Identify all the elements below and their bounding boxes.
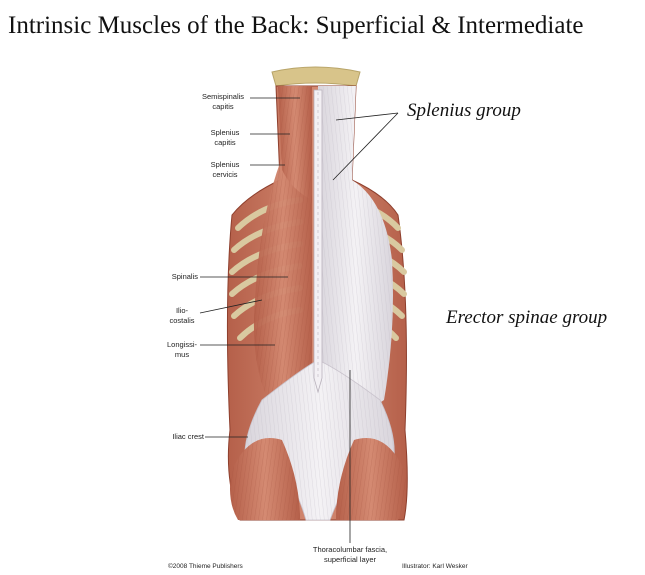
label-longissimus: Longissi- mus bbox=[160, 340, 204, 360]
leader-lines bbox=[199, 97, 399, 543]
slide-title: Intrinsic Muscles of the Back: Superfici… bbox=[8, 12, 584, 39]
label-splenius-cervicis: Splenius cervicis bbox=[200, 160, 250, 180]
label-iliac-crest: Iliac crest bbox=[150, 432, 204, 442]
label-iliocostalis-line1: Ilio- bbox=[175, 306, 189, 315]
label-longissimus-line2: mus bbox=[174, 350, 190, 359]
copyright-note: ©2008 Thieme Publishers bbox=[168, 563, 243, 570]
label-spinalis: Spinalis bbox=[150, 272, 198, 282]
label-thoracolumbar-fascia-line1: Thoracolumbar fascia, bbox=[312, 545, 388, 554]
label-spinalis-line1: Spinalis bbox=[171, 272, 198, 281]
spinal-column bbox=[313, 89, 323, 394]
label-thoracolumbar-fascia-line2: superficial layer bbox=[323, 555, 377, 564]
label-thoracolumbar-fascia: Thoracolumbar fascia, superficial layer bbox=[300, 545, 400, 565]
label-semispinalis-capitis: Semispinalis capitis bbox=[196, 92, 250, 112]
label-semispinalis-capitis-line2: capitis bbox=[212, 102, 234, 111]
illustrator-credit: Illustrator: Karl Wesker bbox=[402, 563, 468, 570]
label-longissimus-line1: Longissi- bbox=[166, 340, 197, 349]
label-iliocostalis: Ilio- costalis bbox=[162, 306, 202, 326]
label-iliocostalis-line2: costalis bbox=[169, 316, 195, 325]
label-splenius-capitis: Splenius capitis bbox=[200, 128, 250, 148]
label-iliac-crest-line1: Iliac crest bbox=[172, 432, 204, 441]
label-splenius-cervicis-line1: Splenius bbox=[210, 160, 240, 169]
splenius-group-callout: Splenius group bbox=[407, 100, 521, 121]
erector-spinae-group-callout: Erector spinae group bbox=[446, 307, 608, 328]
label-splenius-capitis-line1: Splenius bbox=[210, 128, 240, 137]
label-splenius-cervicis-line2: cervicis bbox=[212, 170, 238, 179]
label-splenius-capitis-line2: capitis bbox=[214, 138, 236, 147]
label-semispinalis-capitis-line1: Semispinalis bbox=[201, 92, 245, 101]
skull-base bbox=[271, 66, 361, 87]
